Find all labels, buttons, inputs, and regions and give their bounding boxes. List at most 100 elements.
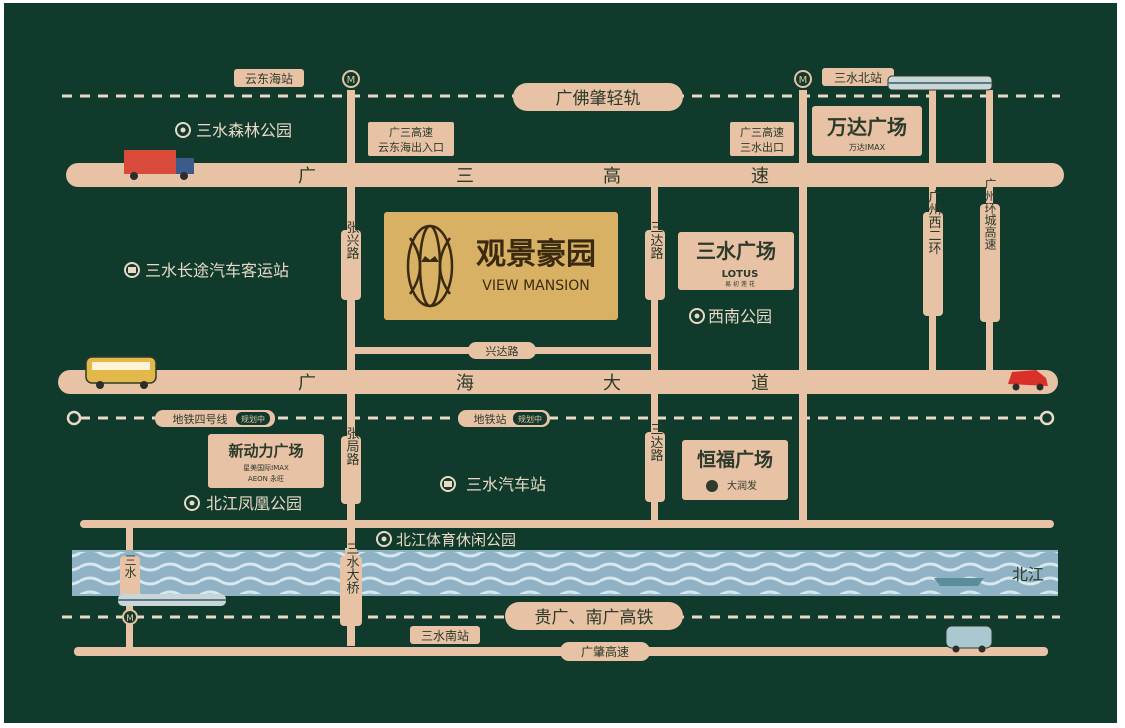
bus-terminal-poi: 三水长途汽车客运站 xyxy=(124,261,289,280)
project-emblem-icon xyxy=(406,224,454,308)
project-name-cn: 观景豪园 xyxy=(476,237,596,272)
beijiang-sports-label: 北江体育休闲公园 xyxy=(396,531,516,549)
hengfu-plaza-name: 恒福广场 xyxy=(697,448,773,471)
sanshui-plaza-name: 三水广场 xyxy=(696,239,776,263)
guanghai-char-3: 大 xyxy=(603,373,621,394)
metro-end-left xyxy=(66,410,82,426)
svg-text:M: M xyxy=(799,75,808,86)
exit-sanshui-box xyxy=(730,122,794,156)
metro-station-badge xyxy=(513,412,547,425)
forest-park-poi: 三水森林公园 xyxy=(175,121,292,140)
svg-text:M: M xyxy=(126,614,134,624)
xingda-road-label: 兴达路 xyxy=(486,345,519,358)
guanghai-char-1: 广 xyxy=(298,373,316,394)
lotus-name: LOTUS xyxy=(722,269,759,280)
project-logo-box xyxy=(384,212,618,320)
light-rail-pill xyxy=(513,83,683,111)
xindongli-plaza-box xyxy=(208,434,324,488)
wanda-plaza-sub: 万达IMAX xyxy=(849,142,886,152)
sanshui-north-station-label: 三水北站 xyxy=(834,71,882,85)
van-icon xyxy=(945,625,993,653)
bus-vehicle-icon xyxy=(85,356,157,389)
exit-sanshui-line1: 广三高速 xyxy=(740,125,784,139)
guangzhao-label: 广肇高速 xyxy=(581,644,629,659)
yundonghai-station-tag xyxy=(234,69,304,87)
sanshui-left-tag xyxy=(120,556,140,596)
beijiang-river-label: 北江 xyxy=(1012,565,1044,584)
metro-station-label: 地铁站 xyxy=(474,412,507,426)
sanshui-bridge-label: 三水大桥 xyxy=(344,542,360,595)
sanda-road-tag-upper xyxy=(645,230,665,300)
jingju-road-tag xyxy=(341,436,361,504)
location-pin-icon xyxy=(376,531,392,547)
metro-line-label: 地铁四号线 xyxy=(173,412,228,426)
bus-station-label: 三水汽车站 xyxy=(466,475,546,494)
forest-park-label: 三水森林公园 xyxy=(196,121,292,140)
guangzhao-tag xyxy=(560,642,650,661)
sanshui-left-label: 三水 xyxy=(123,554,137,578)
svg-text:M: M xyxy=(347,75,356,86)
beijiang-sports-park-poi: 北江体育休闲公园 xyxy=(376,531,516,549)
guanghai-char-2: 海 xyxy=(456,373,474,394)
xindongli-plaza-name: 新动力广场 xyxy=(228,442,303,460)
metro-icon: M xyxy=(342,70,360,88)
beijiang-fenghuang-park-poi: 北江凤凰公园 xyxy=(184,494,302,513)
guangsan-road-label: 广 三 高 速 xyxy=(298,166,769,187)
city-ring-label: 广州环城高速 xyxy=(983,178,997,250)
road-riverside xyxy=(80,520,1054,528)
guanghai-road-label: 广 海 大 道 xyxy=(298,373,769,394)
guangsan-char-4: 速 xyxy=(751,166,769,187)
exit-sanshui-line2: 三水出口 xyxy=(740,140,784,154)
sanda-road-label-lower: 三达路 xyxy=(648,423,664,462)
beijiang-river-waves xyxy=(72,552,1058,594)
hengfu-sub: 大润发 xyxy=(727,479,757,492)
bus-icon xyxy=(124,262,140,278)
project-name-en: VIEW MANSION xyxy=(482,278,589,294)
bus-icon xyxy=(440,476,456,492)
west-ring-label: 广州西二环 xyxy=(926,190,942,255)
xinan-park-label: 西南公园 xyxy=(708,307,772,326)
metro-station-badge-text: 规划中 xyxy=(518,414,542,424)
guangsan-char-3: 高 xyxy=(603,166,621,187)
bus-terminal-label: 三水长途汽车客运站 xyxy=(145,261,289,280)
city-ring-tag xyxy=(980,204,1000,322)
light-rail-label: 广佛肇轻轨 xyxy=(556,89,641,109)
metro-line-badge-text: 规划中 xyxy=(241,414,265,424)
jingju-road-label: 张局路 xyxy=(344,427,360,466)
sanshui-south-station-tag xyxy=(410,626,480,644)
guangsan-char-1: 广 xyxy=(298,166,316,187)
road-guanghai-avenue xyxy=(58,370,1058,394)
metro-line-badge xyxy=(236,412,270,425)
exit-yundonghai-line2: 云东海出入口 xyxy=(378,140,444,154)
exit-yundonghai-box xyxy=(368,122,454,156)
location-pin-icon xyxy=(175,122,191,138)
xingxing-road-label: 张兴路 xyxy=(344,221,360,260)
yundonghai-station-label: 云东海站 xyxy=(245,71,293,86)
xingda-road-tag xyxy=(468,342,536,359)
sanshui-north-station-tag xyxy=(822,68,894,86)
xinan-park-poi: 西南公园 xyxy=(689,307,772,326)
road-sanshui-north-vertical xyxy=(799,90,807,522)
sanda-road-tag-lower xyxy=(645,432,665,502)
wanda-plaza-name: 万达广场 xyxy=(826,115,907,139)
lotus-sub: 易 初 莲 花 xyxy=(725,280,755,288)
car-icon xyxy=(1008,370,1048,391)
metro-icon: M xyxy=(122,609,138,625)
xingxing-road-tag xyxy=(341,230,361,300)
sanshui-plaza-box xyxy=(678,232,794,290)
sanshui-bridge-tag xyxy=(340,556,362,626)
wanda-plaza-box xyxy=(812,106,922,156)
xindongli-sub-2: AEON 永旺 xyxy=(248,474,284,483)
high-speed-pill xyxy=(505,602,683,630)
truck-icon xyxy=(124,150,194,180)
location-pin-icon xyxy=(689,308,705,324)
exit-yundonghai-line1: 广三高速 xyxy=(389,125,433,139)
train-icon xyxy=(887,75,993,91)
boat-icon xyxy=(934,578,984,586)
high-speed-train-icon xyxy=(118,594,226,606)
beijiang-fenghuang-label: 北江凤凰公园 xyxy=(206,494,302,513)
sanda-road-label-upper: 三达路 xyxy=(648,221,664,260)
guanghai-char-4: 道 xyxy=(751,373,769,394)
hengfu-logo-icon xyxy=(706,480,718,492)
sanshui-south-station-label: 三水南站 xyxy=(421,628,469,643)
